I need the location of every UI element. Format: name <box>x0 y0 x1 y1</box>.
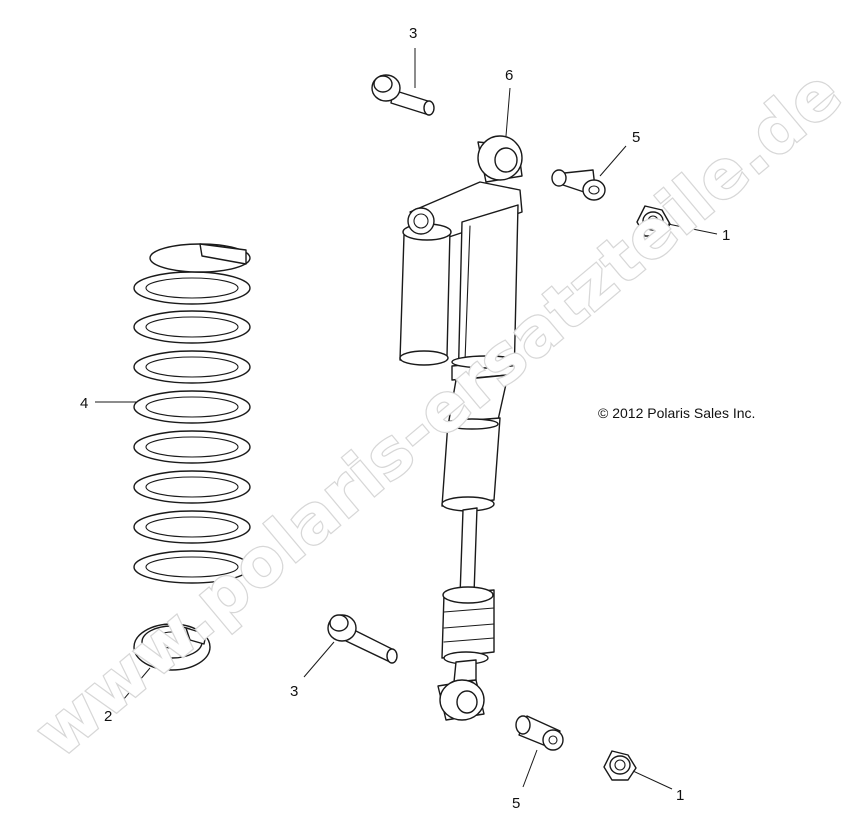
callout-nut-lower: 1 <box>676 787 684 804</box>
callout-bushing-lower: 5 <box>512 795 520 812</box>
coil-spring <box>133 243 251 584</box>
callout-nut-upper: 1 <box>722 227 730 244</box>
lower-bolt <box>327 614 398 664</box>
callout-bolt-upper: 3 <box>409 25 417 42</box>
callout-labels: 3 6 5 1 4 2 3 5 1 <box>80 25 730 812</box>
upper-bushing <box>551 169 606 201</box>
callout-spring-seat: 2 <box>104 708 112 725</box>
upper-bolt <box>371 74 435 116</box>
callout-coil-spring: 4 <box>80 395 88 412</box>
callout-shock-absorber: 6 <box>505 67 513 84</box>
callout-bolt-lower: 3 <box>290 683 298 700</box>
leader-lines <box>95 48 718 790</box>
copyright-text: © 2012 Polaris Sales Inc. <box>598 405 755 421</box>
spring-seat <box>133 623 211 671</box>
lower-bushing <box>515 715 564 751</box>
shock-absorber <box>399 135 523 721</box>
lower-nut <box>603 750 637 781</box>
upper-nut <box>636 205 671 237</box>
callout-bushing-upper: 5 <box>632 129 640 146</box>
